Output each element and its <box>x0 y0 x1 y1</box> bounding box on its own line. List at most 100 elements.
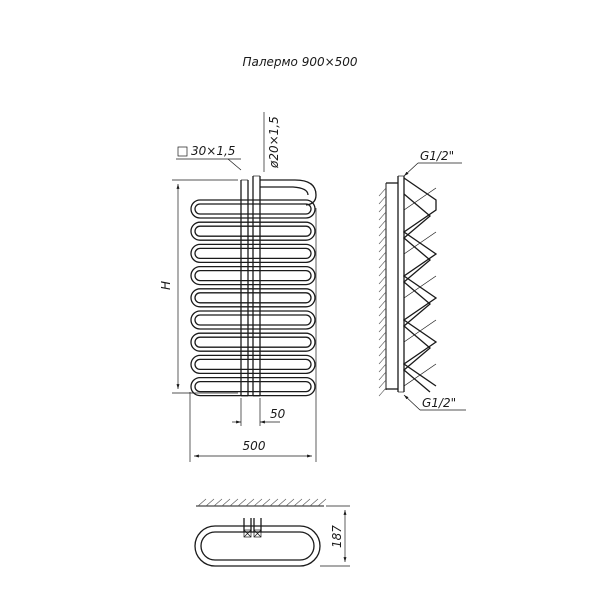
depth-label: 187 <box>330 525 344 548</box>
top-bend <box>260 179 317 206</box>
hatch-line <box>378 291 387 301</box>
hatch-line <box>378 267 387 277</box>
hatch-line <box>378 371 387 381</box>
loop-outer <box>190 243 316 264</box>
loop-inner <box>194 314 312 326</box>
zigzag-rung <box>403 209 437 233</box>
loop-outer <box>190 376 316 397</box>
hatch-line <box>378 235 387 245</box>
collector-size-label: 30×1,5 <box>191 144 235 158</box>
zigzag-rung <box>403 187 437 211</box>
hatch-line <box>378 331 387 341</box>
hatch-line <box>309 498 319 507</box>
hatch-line <box>285 498 295 507</box>
top-loop-outer <box>194 525 321 567</box>
width-dimension: 500 <box>189 208 317 462</box>
square-section-icon <box>177 146 188 157</box>
zigzag-rung <box>403 363 437 387</box>
height-label: H <box>159 281 173 290</box>
zigzag-rung <box>403 319 437 343</box>
hatch-line <box>213 498 223 507</box>
hatch-line <box>378 315 387 325</box>
loop-outer <box>190 332 316 352</box>
hatch-line <box>378 227 387 237</box>
pipe-size-label: ø20×1,5 <box>267 116 281 169</box>
collector-right <box>252 175 261 397</box>
loop-outer <box>190 310 316 330</box>
hatch-line <box>378 203 387 213</box>
zigzag-outer <box>402 177 438 387</box>
collector-left <box>240 179 249 397</box>
height-dimension: H <box>159 179 238 394</box>
hatch-line <box>378 219 387 229</box>
side-view: G1/2" G1/2" <box>378 149 466 411</box>
hatch-line <box>378 307 387 317</box>
loop-outer <box>190 354 316 375</box>
loop-inner <box>194 225 312 237</box>
zigzag-inner <box>402 193 432 393</box>
front-view: 30×1,5 ø20×1,5 H 50 5 <box>159 112 317 462</box>
hatch-line <box>378 355 387 365</box>
top-view: 187 <box>194 498 350 567</box>
zigzag-rung <box>403 275 437 299</box>
hatch-line <box>261 498 271 507</box>
hatch-line <box>378 339 387 349</box>
hatch-line <box>378 243 387 253</box>
connection-top-label: G1/2" <box>420 149 454 163</box>
hatch-line <box>378 251 387 261</box>
zigzag-rung <box>403 231 437 255</box>
hatch-line <box>245 498 255 507</box>
hatch-line <box>253 498 263 507</box>
hatch-line <box>269 498 279 507</box>
top-collectors <box>243 518 262 538</box>
hatch-line <box>378 323 387 333</box>
side-zigzag <box>402 177 438 393</box>
hatch-line <box>197 498 207 507</box>
loop-outer <box>190 288 316 308</box>
hatch-line <box>221 498 231 507</box>
hatch-line <box>378 299 387 309</box>
hatch-line <box>301 498 311 507</box>
hatch-line <box>317 498 327 507</box>
hatch-line <box>205 498 215 507</box>
hatch-line <box>237 498 247 507</box>
hatch-line <box>378 195 387 205</box>
hatch-line <box>229 498 239 507</box>
hatch-line <box>378 387 387 397</box>
spacing-dimension: 50 <box>232 398 286 426</box>
connection-bottom: G1/2" <box>403 394 466 411</box>
drawing-title: Палермо 900×500 <box>242 55 357 69</box>
hatch-line <box>277 498 287 507</box>
hatch-line <box>378 211 387 221</box>
pipe-size-callout: ø20×1,5 <box>263 112 281 172</box>
loop-inner <box>194 336 312 348</box>
hatch-line <box>378 379 387 389</box>
loop-inner <box>194 269 312 282</box>
wall-hatching <box>378 187 387 397</box>
hatch-line <box>378 283 387 293</box>
loop-inner <box>194 247 312 260</box>
spacing-label: 50 <box>270 407 286 421</box>
loop-outer <box>190 265 316 286</box>
hatch-line <box>378 259 387 269</box>
zigzag-rung <box>403 297 437 321</box>
connection-top: G1/2" <box>403 149 462 177</box>
front-loops <box>190 199 316 397</box>
top-wall-hatching <box>197 498 327 507</box>
zigzag-rung <box>403 253 437 277</box>
hatch-line <box>378 363 387 373</box>
connection-bottom-label: G1/2" <box>422 396 456 410</box>
loop-outer <box>190 221 316 241</box>
hatch-line <box>378 275 387 285</box>
loop-inner <box>194 380 312 393</box>
width-label: 500 <box>243 439 266 453</box>
zigzag-rung <box>403 341 437 365</box>
loop-inner <box>194 358 312 371</box>
hatch-line <box>378 347 387 357</box>
collector-size-callout: 30×1,5 <box>176 144 242 171</box>
hatch-line <box>378 187 387 197</box>
top-loop-inner <box>200 531 315 561</box>
loop-inner <box>194 292 312 304</box>
loop-inner <box>194 203 312 215</box>
